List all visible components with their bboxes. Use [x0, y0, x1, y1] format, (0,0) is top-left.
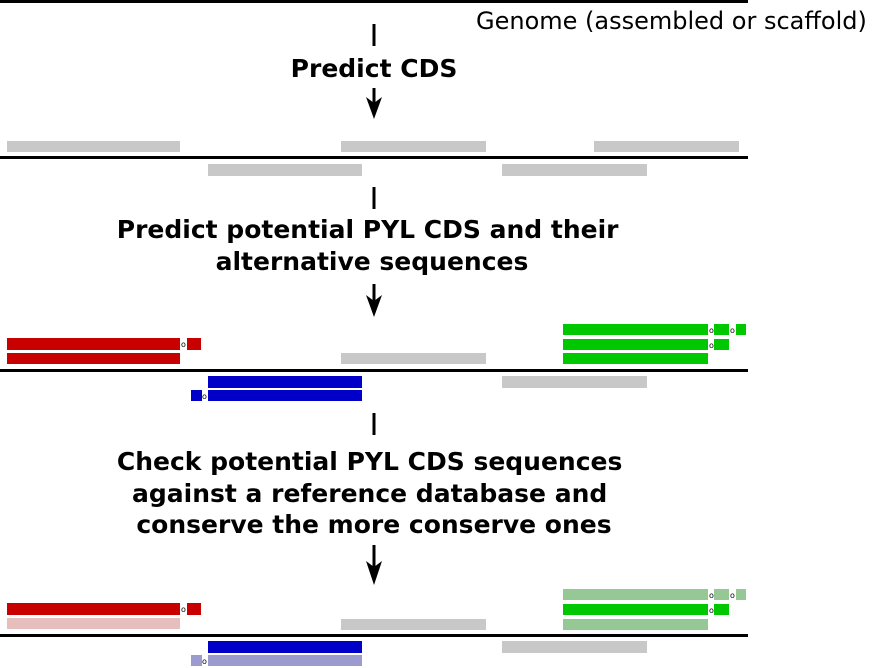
stop-mark: o	[709, 341, 714, 350]
blue-variant-2-discarded	[208, 655, 362, 666]
cds-5	[502, 164, 647, 176]
stop-mark: o	[709, 606, 714, 615]
blue-variant-2-extension	[191, 655, 202, 666]
green-variant-1-extension-1	[714, 589, 729, 600]
track-1-predicted-cds	[0, 141, 748, 176]
stop-mark: o	[709, 591, 714, 600]
cds-5	[502, 376, 647, 388]
arrow-step-2	[366, 187, 382, 317]
cds-2	[341, 353, 486, 364]
green-variant-1-discarded	[563, 589, 708, 600]
green-variant-3-discarded	[563, 619, 708, 630]
track-2-potential-pyl: o o o o o	[0, 324, 748, 401]
genome-label: Genome (assembled or scaffold)	[476, 7, 867, 35]
arrow-step-1	[366, 24, 382, 119]
stop-mark: o	[181, 340, 186, 349]
green-variant-2-extension	[714, 339, 729, 350]
cds-4	[208, 164, 362, 176]
cds-5	[502, 641, 647, 653]
red-variant-2-discarded	[7, 618, 180, 629]
green-variant-2-kept	[563, 604, 708, 615]
cds-2	[341, 619, 486, 630]
step-2-line-2: alternative sequences	[216, 247, 529, 276]
stop-mark: o	[181, 605, 186, 614]
green-variant-2-extension	[714, 604, 729, 615]
step-3-line-3: conserve the more conserve ones	[136, 510, 611, 539]
stop-mark: o	[730, 591, 735, 600]
stop-mark: o	[709, 326, 714, 335]
step-2-line-1: Predict potential PYL CDS and their	[117, 215, 619, 244]
green-variant-1-extension-1	[714, 324, 729, 335]
blue-variant-2	[208, 390, 362, 401]
cds-2	[341, 141, 486, 152]
blue-variant-2-extension	[191, 390, 202, 401]
step-1-label: Predict CDS	[291, 54, 458, 83]
red-variant-1	[7, 338, 180, 350]
green-variant-2	[563, 339, 708, 350]
green-variant-1-extension-2	[736, 589, 746, 600]
stop-mark: o	[730, 326, 735, 335]
red-variant-1-kept	[7, 603, 180, 615]
cds-3	[594, 141, 739, 152]
green-variant-1	[563, 324, 708, 335]
step-3-line-2: against a reference database and	[132, 479, 607, 508]
stop-mark: o	[202, 657, 207, 666]
blue-variant-1-kept	[208, 641, 362, 653]
green-variant-1-extension-2	[736, 324, 746, 335]
cds-1	[7, 141, 180, 152]
track-3-conserved-pyl: o o o o o	[0, 589, 748, 666]
arrow-step-3	[366, 413, 382, 585]
stop-mark: o	[202, 392, 207, 401]
blue-variant-1	[208, 376, 362, 388]
red-variant-2	[7, 353, 180, 364]
red-variant-1-extension	[187, 603, 201, 615]
step-3-line-1: Check potential PYL CDS sequences	[117, 447, 623, 476]
red-variant-1-extension	[187, 338, 201, 350]
step-2-label: Predict potential PYL CDS and their alte…	[117, 215, 627, 276]
step-3-label: Check potential PYL CDS sequences agains…	[117, 447, 631, 539]
step-1-line-1: Predict CDS	[291, 54, 458, 83]
green-variant-3	[563, 353, 708, 364]
